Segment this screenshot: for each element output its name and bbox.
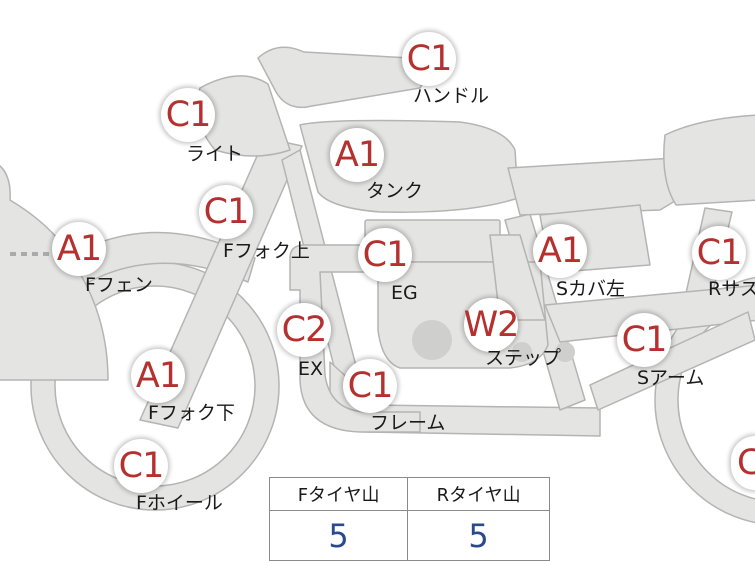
step-dot-left — [512, 342, 532, 362]
grade-badge-sarm: C1 — [617, 313, 671, 367]
grade-badge-tank: A1 — [330, 128, 384, 182]
value-front-tire: 5 — [268, 510, 409, 561]
tire-tread-table: Fタイヤ山 Rタイヤ山 5 5 — [268, 477, 550, 561]
header-rear-tire: Rタイヤ山 — [407, 477, 550, 511]
label-ffender: Fフェン — [85, 274, 153, 296]
label-scover-left: Sカバ左 — [556, 278, 626, 300]
grade-badge-fwheel: C1 — [114, 439, 168, 493]
grade-badge-ex: C2 — [277, 303, 331, 357]
grade-badge-scover-left: A1 — [533, 224, 587, 278]
label-rsus: Rサス — [708, 278, 755, 300]
table-row: 5 5 — [268, 510, 550, 561]
label-sarm: Sアーム — [637, 367, 705, 389]
value-rear-tire: 5 — [407, 510, 550, 561]
exhaust-shape — [289, 244, 421, 433]
label-ffork-upper: Fフォク上 — [223, 240, 310, 262]
label-fwheel: Fホイール — [136, 492, 223, 514]
grade-badge-rwheel: C — [731, 436, 755, 490]
label-ex: EX — [298, 358, 324, 380]
header-front-tire: Fタイヤ山 — [268, 477, 409, 511]
step-dot-right — [555, 342, 575, 362]
rear-upper-shape — [663, 114, 755, 206]
table-header-row: Fタイヤ山 Rタイヤ山 — [268, 477, 550, 511]
grade-badge-ffork-upper: C1 — [199, 185, 253, 239]
label-handle: ハンドル — [413, 85, 490, 107]
label-ffork-lower: Fフォク下 — [148, 402, 235, 424]
swing-arm-brace — [589, 311, 755, 411]
grade-badge-step: W2 — [464, 298, 519, 352]
label-tank: タンク — [366, 180, 424, 202]
grade-badge-ffender: A1 — [52, 222, 106, 276]
label-step: ステップ — [485, 347, 562, 369]
engine-cover-dot — [412, 320, 452, 360]
engine-rear-shape — [489, 234, 546, 321]
grade-badge-ffork-lower: A1 — [131, 349, 185, 403]
grade-badge-eg: C1 — [358, 228, 412, 282]
front-fender-shape — [59, 231, 256, 293]
label-frame: フレーム — [370, 412, 446, 434]
grade-badge-frame: C1 — [343, 359, 397, 413]
grade-badge-handle: C1 — [402, 32, 456, 86]
seat-shape — [507, 157, 691, 216]
grade-badge-rsus: C1 — [692, 226, 746, 280]
label-light: ライト — [186, 143, 244, 165]
grade-badge-light: C1 — [161, 88, 215, 142]
label-eg: EG — [391, 282, 418, 304]
front-fork-shape — [139, 137, 303, 429]
